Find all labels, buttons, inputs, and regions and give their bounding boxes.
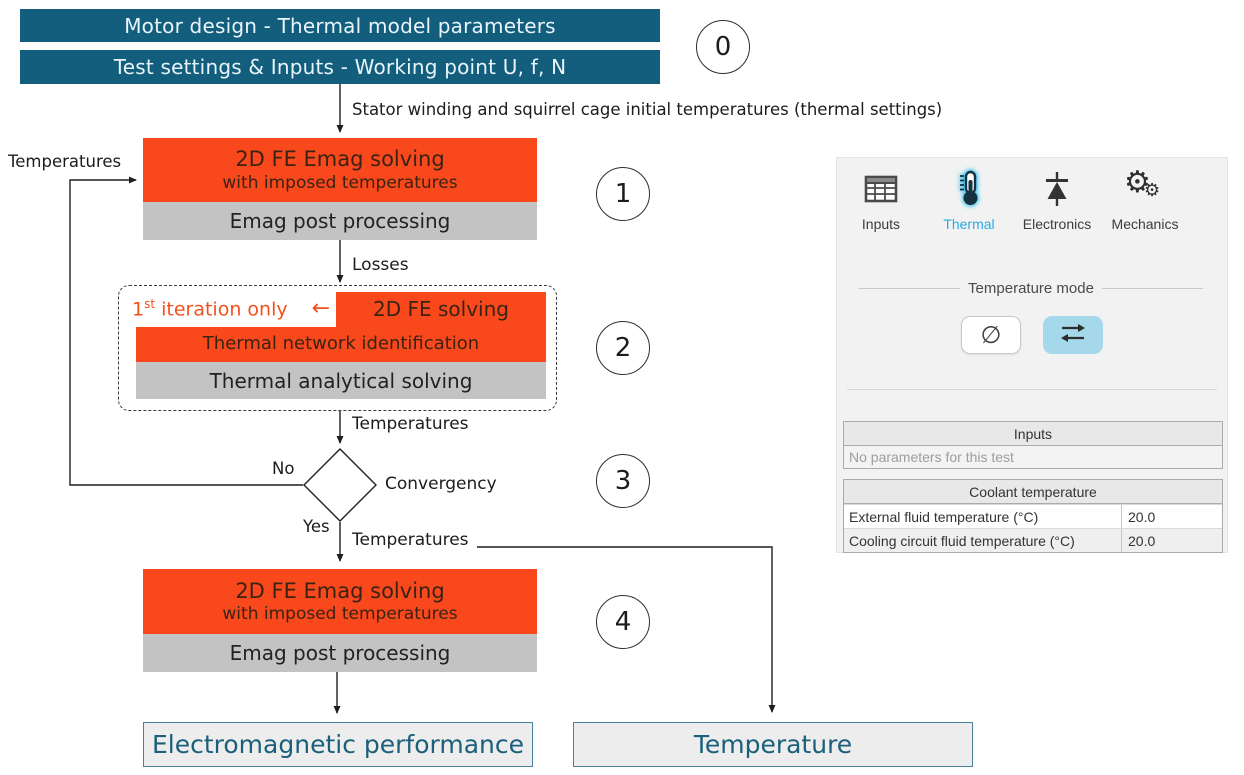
- box2-thermal-network-identification: Thermal network identification: [136, 327, 546, 362]
- no-temperature-icon: ∅: [980, 321, 1002, 349]
- result-electromagnetic-performance: Electromagnetic performance: [143, 722, 533, 767]
- tab-inputs-label: Inputs: [861, 216, 901, 232]
- table-row: Cooling circuit fluid temperature (°C) 2…: [844, 528, 1222, 552]
- tab-thermal-label: Thermal: [943, 216, 995, 232]
- step-circle-2: 2: [596, 321, 650, 375]
- box1-2d-fe-emag-solving: 2D FE Emag solving with imposed temperat…: [143, 138, 537, 202]
- tab-inputs[interactable]: Inputs: [837, 168, 925, 232]
- table-icon: [864, 174, 898, 209]
- tab-mechanics[interactable]: ⚙ ⚙ Mechanics: [1101, 165, 1189, 232]
- initial-temperatures-label: Stator winding and squirrel cage initial…: [352, 100, 943, 119]
- exchange-arrows-icon: [1058, 322, 1088, 349]
- step-circle-4: 4: [596, 595, 650, 649]
- coolant-table-header: Coolant temperature: [844, 480, 1222, 504]
- box4-2d-fe-emag-solving: 2D FE Emag solving with imposed temperat…: [143, 569, 537, 634]
- header-bar-test-settings: Test settings & Inputs - Working point U…: [20, 50, 660, 84]
- iteration-dashed-group: [118, 285, 557, 411]
- external-fluid-temperature-label: External fluid temperature (°C): [844, 505, 1122, 528]
- first-iteration-note: 1st iteration only ←: [132, 296, 330, 321]
- cooling-circuit-fluid-temperature-value[interactable]: 20.0: [1128, 532, 1156, 549]
- temperature-mode-off-button[interactable]: ∅: [961, 316, 1021, 354]
- first-iteration-text: 1st iteration only: [132, 296, 288, 321]
- box1-title: 2D FE Emag solving: [235, 147, 445, 172]
- panel-separator: [847, 389, 1217, 390]
- cooling-circuit-fluid-temperature-label: Cooling circuit fluid temperature (°C): [844, 529, 1122, 552]
- box4-title: 2D FE Emag solving: [235, 578, 445, 603]
- tab-mechanics-label: Mechanics: [1111, 216, 1179, 232]
- box2-2d-fe-solving: 2D FE solving: [336, 292, 546, 327]
- box4-subtitle: with imposed temperatures: [222, 604, 458, 624]
- coolant-temperature-table: Coolant temperature External fluid tempe…: [843, 479, 1223, 553]
- header-bar-motor-design: Motor design - Thermal model parameters: [20, 9, 660, 42]
- test-area-tabs: Inputs Thermal: [837, 165, 1227, 232]
- box2-network-label: Thermal network identification: [202, 333, 480, 355]
- box1-subtitle: with imposed temperatures: [222, 172, 458, 193]
- decision-yes-label: Yes: [303, 517, 330, 536]
- step-circle-3: 3: [596, 454, 650, 508]
- diode-icon: [1039, 171, 1075, 212]
- table-row: External fluid temperature (°C) 20.0: [844, 504, 1222, 528]
- temperature-mode-iterative-button[interactable]: [1043, 316, 1103, 354]
- temperature-mode-legend: Temperature mode: [859, 280, 1203, 297]
- tab-thermal[interactable]: Thermal: [925, 168, 1013, 232]
- box2-fe-label: 2D FE solving: [373, 297, 509, 321]
- decision-no-label: No: [272, 459, 295, 478]
- losses-label: Losses: [352, 255, 409, 275]
- decision-convergency-label: Convergency: [385, 474, 497, 494]
- thermometer-icon: [951, 169, 987, 214]
- inputs-table-header: Inputs: [844, 422, 1222, 446]
- box2-thermal-analytical-solving: Thermal analytical solving: [136, 362, 546, 399]
- tab-electronics[interactable]: Electronics: [1013, 168, 1101, 232]
- box1-emag-post-processing: Emag post processing: [143, 202, 537, 240]
- temperatures-label-after-yes: Temperatures: [352, 530, 469, 550]
- left-arrow-glyph: ←: [311, 296, 330, 321]
- tab-electronics-label: Electronics: [1022, 216, 1092, 232]
- step-circle-1: 1: [596, 167, 650, 221]
- feedback-temperatures-label: Temperatures: [8, 152, 122, 171]
- box4-emag-post-processing: Emag post processing: [143, 634, 537, 672]
- temperatures-label-after-box2: Temperatures: [352, 414, 469, 434]
- decision-diamond: [303, 448, 377, 522]
- inputs-table-empty-row: No parameters for this test: [844, 446, 1222, 468]
- external-fluid-temperature-value[interactable]: 20.0: [1128, 508, 1156, 525]
- temperature-mode-label: Temperature mode: [968, 280, 1094, 297]
- result-temperature: Temperature: [573, 722, 973, 767]
- gears-icon: ⚙ ⚙: [1124, 165, 1161, 201]
- inputs-table: Inputs No parameters for this test: [843, 421, 1223, 469]
- thermal-settings-panel: Inputs Thermal: [836, 157, 1228, 553]
- step-circle-0: 0: [696, 20, 750, 74]
